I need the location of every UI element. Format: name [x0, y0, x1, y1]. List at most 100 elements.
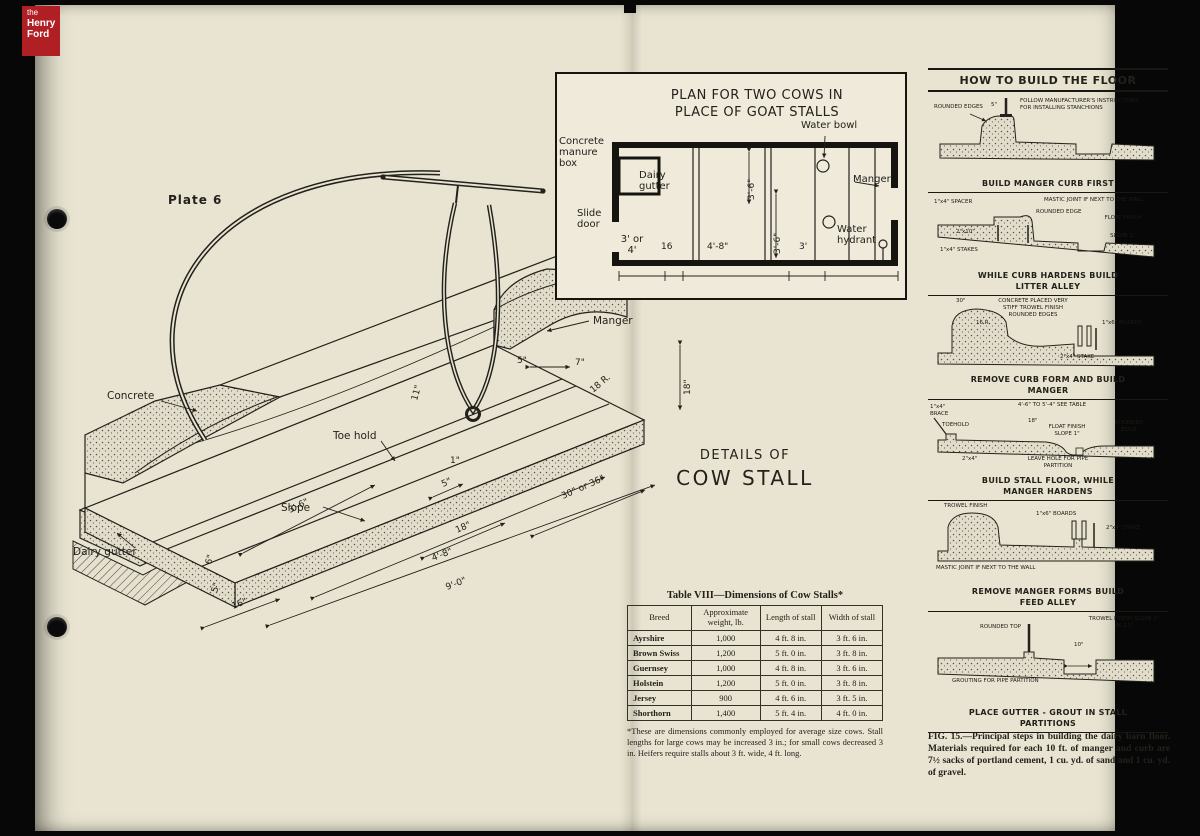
step3-dim-30: 30" [956, 298, 966, 304]
cell-length: 5 ft. 4 in. [759, 704, 822, 721]
step2-label-2x10: 2"x10" [956, 229, 975, 235]
step4-label-leave-hole: LEAVE HOLE FOR PIPE PARTITION [1027, 456, 1089, 469]
floor-step-5: TROWEL FINISH 1"x6" BOARDS 2"x4" STAKE M… [928, 501, 1168, 612]
header-width: Width of stall [820, 605, 884, 631]
slide-door-opening [611, 222, 620, 252]
plan-inset: PLAN FOR TWO COWS IN PLACE OF GOAT STALL… [555, 72, 907, 300]
plan-dim-3-or-4: 3' or 4' [620, 234, 644, 257]
plan-title-line2: PLACE OF GOAT STALLS [674, 104, 840, 120]
floor-panel: HOW TO BUILD THE FLOOR ROUNDED EDGES FOL… [928, 68, 1168, 733]
step4-label-2x4: 2"x4" [962, 456, 978, 462]
cell-length: 4 ft. 8 in. [759, 659, 822, 676]
fold-notch [624, 5, 636, 13]
slope-label: Slope [281, 502, 310, 514]
step2-section-drawing [937, 215, 1155, 258]
step6-caption: PLACE GUTTER - GROUT IN STALL PARTITIONS [968, 708, 1128, 728]
cell-width: 3 ft. 6 in. [820, 629, 884, 646]
step4-section-drawing [933, 417, 1155, 459]
dim-5-top: 5" [517, 356, 527, 366]
cell-width: 3 ft. 6 in. [820, 659, 884, 676]
cell-width: 3 ft. 5 in. [820, 689, 884, 706]
step2-caption: WHILE CURB HARDENS BUILD LITTER ALLEY [977, 271, 1119, 291]
step1-section-drawing [939, 98, 1155, 161]
plan-dim-3-6-a: 3'-6" [747, 178, 757, 200]
henry-ford-logo: the Henry Ford [22, 6, 60, 56]
cell-length: 5 ft. 0 in. [759, 644, 822, 661]
plan-title-line1: PLAN FOR TWO COWS IN [670, 88, 844, 103]
dim-6-left: 6" [204, 554, 216, 566]
cell-width: 3 ft. 8 in. [820, 674, 884, 691]
dim-18-r: 18 R. [589, 373, 613, 396]
cell-length: 4 ft. 8 in. [759, 629, 822, 646]
toe-hold-label: Toe hold [332, 430, 377, 442]
step4-label-brace: 1"x4" BRACE [930, 404, 949, 417]
cell-weight: 1,200 [690, 644, 761, 661]
cell-breed: Brown Swiss [627, 644, 692, 661]
dimension-lines [116, 320, 683, 631]
step1-dim-5: 5" [991, 102, 998, 108]
plan-title: PLAN FOR TWO COWS IN PLACE OF GOAT STALL… [647, 88, 867, 122]
header-length: Length of stall [759, 605, 822, 631]
cell-weight: 1,000 [690, 659, 761, 676]
dim-1: 1" [450, 456, 460, 466]
step5-caption: REMOVE MANGER FORMS BUILD FEED ALLEY [971, 587, 1125, 607]
step2-label-slope-1: SLOPE 1" [1110, 233, 1136, 239]
table-row: Guernsey 1,000 4 ft. 8 in. 3 ft. 6 in. [627, 659, 884, 676]
water-bowl-label: Water bowl [801, 120, 858, 131]
cow-stall-dimensions-table: Breed Approximate weight, lb. Length of … [627, 605, 884, 721]
dim-5-left: 5" [210, 582, 222, 594]
plate-label: Plate 6 [168, 193, 223, 207]
document-page: Plate 6 [35, 5, 1170, 831]
step6-dim-10: 10" [1074, 642, 1084, 648]
cell-width: 4 ft. 0 in. [820, 704, 884, 721]
step5-label-stake: 2"x4" STAKE [1106, 525, 1141, 531]
step3-label-stake: 2"x4" STAKE [1060, 354, 1095, 360]
punch-hole-bottom [47, 617, 67, 637]
step5-section-drawing [937, 512, 1155, 562]
table-row: Holstein 1,200 5 ft. 0 in. 3 ft. 8 in. [627, 674, 884, 691]
step2-label-rounded-edge: ROUNDED EDGE [1036, 209, 1082, 215]
step4-dim-18: 18" [1028, 418, 1038, 424]
cell-breed: Holstein [627, 674, 692, 691]
step6-label-grouting: GROUTING FOR PIPE PARTITION [952, 678, 1039, 684]
punch-hole-top [47, 209, 67, 229]
floor-step-1: ROUNDED EDGES FOLLOW MANUFACTURER'S INST… [928, 92, 1168, 193]
plan-drawing [611, 135, 899, 281]
cell-weight: 1,000 [690, 629, 761, 646]
cell-width: 3 ft. 8 in. [820, 644, 884, 661]
table-header-row: Breed Approximate weight, lb. Length of … [627, 605, 884, 631]
water-hydrant-label: Water hydrant [837, 224, 877, 247]
cell-length: 5 ft. 0 in. [759, 674, 822, 691]
table-title: Table VIII—Dimensions of Cow Stalls* [666, 590, 844, 601]
step5-label-trowel: TROWEL FINISH [944, 503, 988, 509]
floor-step-4: 1"x4" BRACE TOEHOLD 4'-6" TO 5'-4" SEE T… [928, 400, 1168, 501]
cow-stall-isometric-drawing: Concrete Dairy gutter Slope Toe hold Man… [72, 170, 693, 631]
table-row: Shorthorn 1,400 5 ft. 4 in. 4 ft. 0 in. [627, 704, 884, 721]
floor-step-3: 30" 16 R. CONCRETE PLACED VERY STIFF TRO… [928, 296, 1168, 400]
step2-label-stakes: 1"x4" STAKES [940, 247, 978, 253]
slide-door-label: Slide door [577, 208, 602, 231]
floor-step-6: ROUNDED TOP TROWEL FINISH SLOPE 1" IN 2.… [928, 612, 1168, 733]
manure-box-shape [617, 156, 661, 196]
floor-step-2: 1"x4" SPACER MASTIC JOINT IF NEXT TO THE… [928, 193, 1168, 296]
manger-label: Manger [593, 315, 633, 327]
step1-label-rounded-edges: ROUNDED EDGES [934, 104, 983, 110]
step1-label-stanchions: FOLLOW MANUFACTURER'S INSTRUCTIONS FOR I… [1020, 98, 1139, 111]
dim-7-top: 7" [575, 358, 585, 368]
step6-section-drawing [937, 624, 1155, 683]
plan-dim-4-8: 4'-8" [707, 242, 729, 252]
concrete-label: Concrete [107, 390, 154, 402]
step4-label-rounded-edge: ROUNDED EDGE [1114, 420, 1144, 433]
cell-weight: 900 [690, 689, 761, 706]
step3-section-drawing [937, 308, 1155, 367]
dim-9-0: 9'-0" [444, 576, 467, 593]
table-footnote: *These are dimensions commonly employed … [627, 725, 883, 758]
dairy-gutter-label: Dairy gutter [73, 546, 137, 558]
step6-label-rounded-top: ROUNDED TOP [980, 624, 1021, 630]
manure-box-label: Concrete manure box [559, 136, 605, 170]
plan-dim-3-6-b: 3'-6" [773, 232, 783, 254]
plan-dairy-gutter-label: Dairy gutter [639, 170, 670, 193]
plan-stall-lines [692, 148, 888, 260]
step2-label-mastic: MASTIC JOINT IF NEXT TO THE WALL [1044, 197, 1144, 203]
step5-label-boards: 1"x6" BOARDS [1036, 511, 1077, 517]
